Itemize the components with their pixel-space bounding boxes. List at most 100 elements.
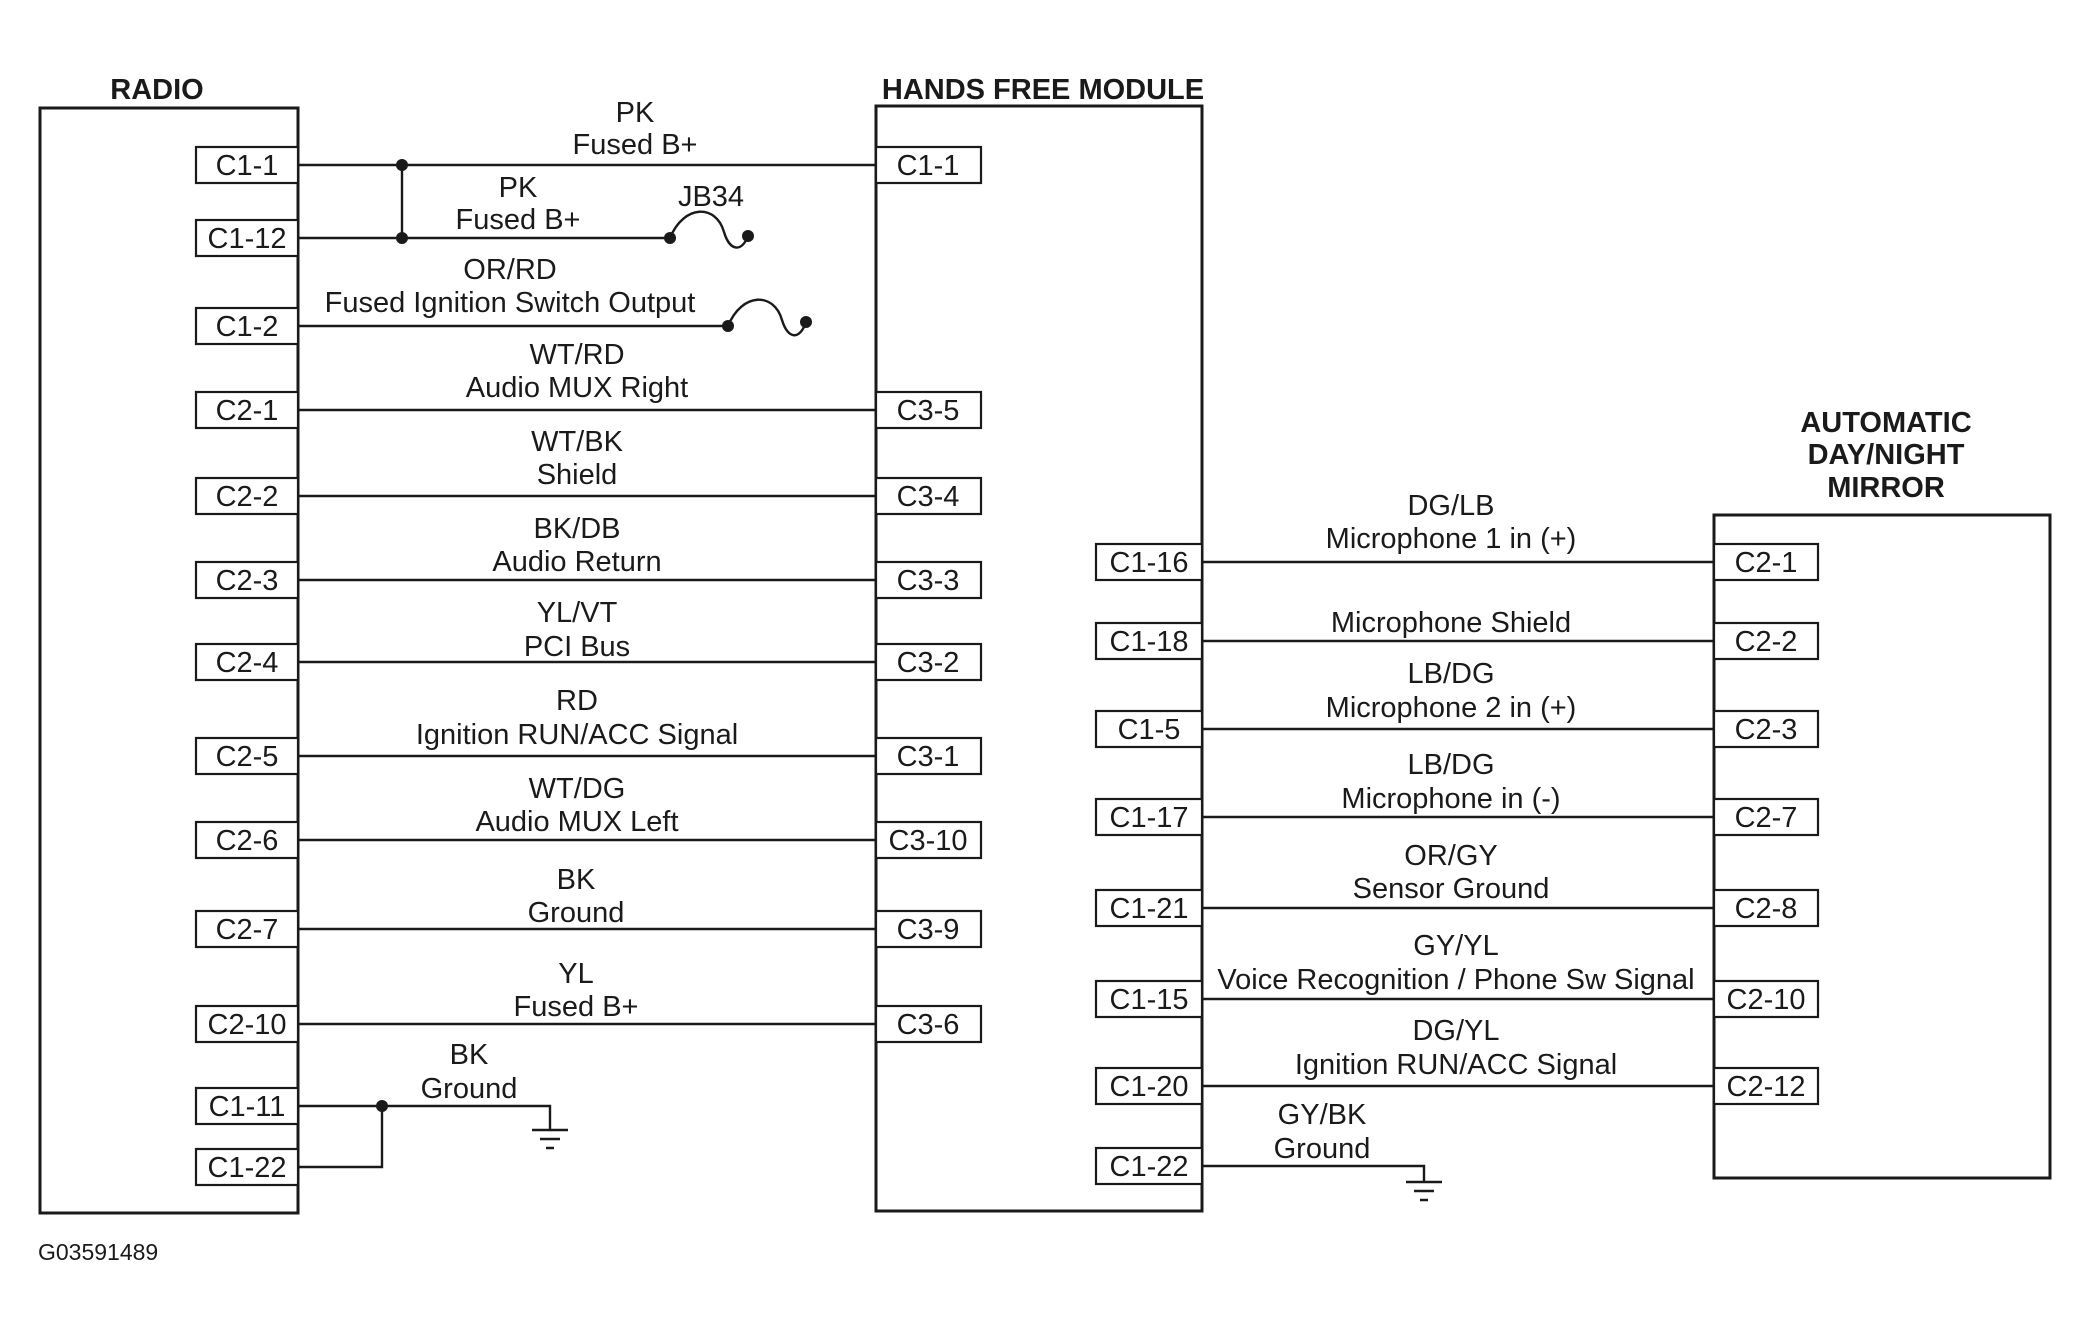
hfm-left-pin-label: C1-1 xyxy=(897,150,960,182)
wire-color-label: OR/RD xyxy=(463,254,556,286)
wire-desc-label: Ground xyxy=(421,1073,518,1105)
wire-color-label: BK xyxy=(557,864,596,896)
radio-pin-label: C2-4 xyxy=(216,647,279,679)
radio-pin: C2-1 xyxy=(194,390,300,430)
mirror-pin: C2-1 xyxy=(1712,542,1820,582)
mirror-pin: C2-10 xyxy=(1712,979,1820,1019)
radio-pin: C2-7 xyxy=(194,909,300,949)
wire-color-label: BK/DB xyxy=(533,513,620,545)
hfm-right-pin-label: C1-22 xyxy=(1110,1151,1189,1183)
hfm-right-pin: C1-20 xyxy=(1094,1066,1204,1106)
mirror-pin-label: C2-3 xyxy=(1735,714,1798,746)
wire-color-label: PK xyxy=(499,172,538,204)
wire-color-label: RD xyxy=(556,685,598,717)
radio-pin: C2-3 xyxy=(194,560,300,600)
hfm-left-pin: C3-2 xyxy=(874,642,983,682)
radio-pin: C1-12 xyxy=(194,218,300,258)
mirror-pin: C2-3 xyxy=(1712,709,1820,749)
wire-desc-label: Microphone Shield xyxy=(1331,607,1571,639)
wire-desc-label: Ground xyxy=(528,897,625,929)
radio-pin: C2-4 xyxy=(194,642,300,682)
radio-pin: C1-1 xyxy=(194,145,300,185)
wire-desc-label: Microphone 2 in (+) xyxy=(1326,692,1577,724)
hfm-left-pin: C3-3 xyxy=(874,560,983,600)
hfm-right-pin-label: C1-20 xyxy=(1110,1071,1189,1103)
hfm-left-pin-label: C3-10 xyxy=(889,825,968,857)
splice-dot xyxy=(396,159,408,171)
hfm-right-pin-label: C1-5 xyxy=(1118,714,1181,746)
wire-color-label: OR/GY xyxy=(1404,840,1497,872)
mirror-pin: C2-7 xyxy=(1712,797,1820,837)
radio-pin-label: C2-6 xyxy=(216,825,279,857)
hfm-left-pin-label: C3-3 xyxy=(897,565,960,597)
radio-pin-label: C2-7 xyxy=(216,914,279,946)
wire-color-label: WT/RD xyxy=(529,339,624,371)
radio-pin-label: C2-1 xyxy=(216,395,279,427)
hfm-left-pin: C3-1 xyxy=(874,736,983,776)
wire-desc-label: Ignition RUN/ACC Signal xyxy=(416,719,738,751)
wire-desc-label: Microphone 1 in (+) xyxy=(1326,523,1577,555)
radio-pin: C2-10 xyxy=(194,1004,300,1044)
ground-icon-radio xyxy=(532,1128,568,1150)
radio-pin: C1-11 xyxy=(194,1086,300,1126)
hfm-left-pin-label: C3-6 xyxy=(897,1009,960,1041)
hfm-left-pin: C3-4 xyxy=(874,476,983,516)
wire-color-label: BK xyxy=(450,1039,489,1071)
mirror-pin-label: C2-10 xyxy=(1727,984,1806,1016)
wire-color-label: YL xyxy=(558,958,593,990)
hfm-right-pin: C1-17 xyxy=(1094,797,1204,837)
hfm-left-pin: C3-10 xyxy=(874,820,983,860)
mirror-pin-label: C2-2 xyxy=(1735,626,1798,658)
wire-radio-ground-drop xyxy=(298,1106,384,1169)
radio-pin-label: C2-3 xyxy=(216,565,279,597)
figure-id: G03591489 xyxy=(38,1239,158,1265)
wire-desc-label: Fused B+ xyxy=(514,991,639,1023)
wire-color-label: LB/DG xyxy=(1407,749,1494,781)
splice-jb34-label: JB34 xyxy=(678,181,744,213)
radio-pin-label: C1-22 xyxy=(208,1152,287,1184)
hfm-right-pin: C1-16 xyxy=(1094,542,1204,582)
hfm-right-pin: C1-15 xyxy=(1094,979,1204,1019)
hfm-left-pin: C3-5 xyxy=(874,390,983,430)
mirror-pin: C2-8 xyxy=(1712,888,1820,928)
mirror-title-line1: AUTOMATIC xyxy=(1800,407,1971,439)
hfm-left-pin-label: C3-2 xyxy=(897,647,960,679)
wire-color-label: GY/YL xyxy=(1413,930,1498,962)
mirror-pin-label: C2-7 xyxy=(1735,802,1798,834)
radio-pin: C2-6 xyxy=(194,820,300,860)
hands-free-module-title: HANDS FREE MODULE xyxy=(882,74,1204,106)
radio-pin-label: C1-11 xyxy=(209,1091,286,1123)
radio-pin-label: C2-2 xyxy=(216,481,279,513)
mirror-pin: C2-2 xyxy=(1712,621,1820,661)
wire-color-label: WT/BK xyxy=(531,426,623,458)
radio-pin-label: C2-5 xyxy=(216,741,279,773)
hfm-right-pin: C1-22 xyxy=(1094,1146,1204,1186)
radio-pin-label: C1-2 xyxy=(216,311,279,343)
radio-pin: C2-2 xyxy=(194,476,300,516)
mirror-pin-label: C2-12 xyxy=(1727,1071,1806,1103)
mirror-pin-label: C2-8 xyxy=(1735,893,1798,925)
radio-pin: C1-22 xyxy=(194,1147,300,1187)
wire-desc-label: Fused Ignition Switch Output xyxy=(325,287,696,319)
fuse-icon-ignition xyxy=(722,298,812,337)
radio-pin: C2-5 xyxy=(194,736,300,776)
hfm-right-pin-label: C1-21 xyxy=(1110,893,1189,925)
splice-dot xyxy=(396,232,408,244)
wire-desc-label: Sensor Ground xyxy=(1353,873,1550,905)
wire-desc-label: Microphone in (-) xyxy=(1341,783,1560,815)
wire-color-label: LB/DG xyxy=(1407,658,1494,690)
radio-pin-label: C2-10 xyxy=(208,1009,287,1041)
hfm-left-pin-label: C3-5 xyxy=(897,395,960,427)
splice-dot xyxy=(376,1100,388,1112)
hfm-right-pin-label: C1-17 xyxy=(1110,802,1189,834)
wire-color-label: YL/VT xyxy=(537,597,618,629)
wire-gy-bk-ground xyxy=(1202,1164,1426,1182)
hfm-left-pin: C3-9 xyxy=(874,909,983,949)
wire-color-label: DG/YL xyxy=(1412,1015,1499,1047)
hfm-left-pin-label: C3-1 xyxy=(897,741,960,773)
mirror-title-line2: DAY/NIGHT xyxy=(1808,439,1965,471)
hfm-right-pin-label: C1-15 xyxy=(1110,984,1189,1016)
hfm-left-pin-label: C3-9 xyxy=(897,914,960,946)
hfm-right-pin-label: C1-18 xyxy=(1110,626,1189,658)
wire-desc-label: Shield xyxy=(537,459,618,491)
